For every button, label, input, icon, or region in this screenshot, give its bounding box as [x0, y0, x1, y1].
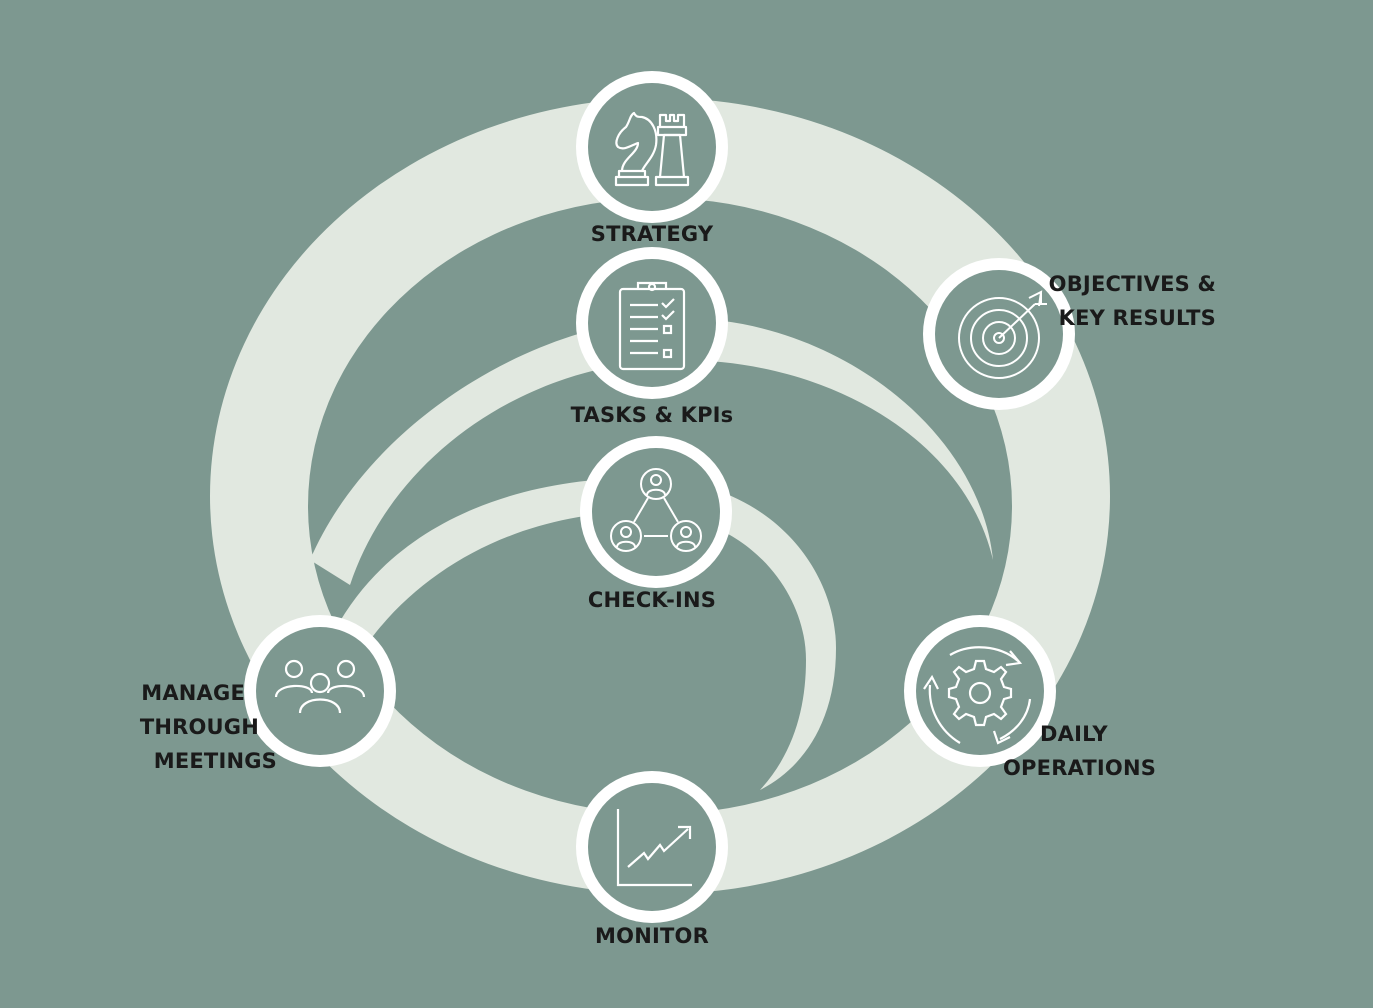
label-operations-line1: DAILY — [1040, 722, 1108, 746]
label-monitor: MONITOR — [595, 919, 709, 953]
label-monitor-line1: MONITOR — [595, 924, 709, 948]
clipboard-checklist-icon — [618, 281, 686, 371]
label-operations: DAILY OPERATIONS — [1003, 717, 1156, 785]
node-checkins — [580, 436, 732, 588]
label-meetings-line2: THROUGH — [139, 715, 259, 739]
target-icon — [958, 290, 1047, 379]
node-meetings — [244, 615, 396, 767]
label-meetings-line1: MANAGE — [141, 681, 245, 705]
label-tasks: TASKS & KPIs — [571, 398, 734, 432]
people-network-icon — [610, 468, 702, 552]
node-monitor — [576, 771, 728, 923]
label-objectives-line1: OBJECTIVES & — [1048, 272, 1216, 296]
label-strategy: STRATEGY — [591, 217, 714, 251]
label-objectives: OBJECTIVES & KEY RESULTS — [1049, 267, 1216, 335]
label-objectives-line2: KEY RESULTS — [1058, 306, 1216, 330]
label-strategy-line1: STRATEGY — [590, 222, 714, 246]
node-objectives — [923, 258, 1075, 410]
label-checkins: CHECK-INS — [588, 583, 716, 617]
chess-icon — [614, 111, 690, 187]
node-operations — [904, 615, 1056, 767]
gear-cycle-icon — [923, 646, 1032, 745]
label-meetings: MANAGE THROUGH MEETINGS — [140, 676, 277, 778]
middle-spiral — [310, 318, 993, 585]
node-strategy — [576, 71, 728, 223]
label-tasks-line1: TASKS & KPIs — [570, 403, 734, 427]
label-meetings-line3: MEETINGS — [153, 749, 277, 773]
label-operations-line2: OPERATIONS — [1003, 756, 1157, 780]
inner-spiral — [335, 478, 836, 790]
node-tasks — [576, 247, 728, 399]
group-icon — [274, 659, 366, 714]
label-checkins-line1: CHECK-INS — [587, 588, 717, 612]
growth-chart-icon — [616, 809, 692, 887]
